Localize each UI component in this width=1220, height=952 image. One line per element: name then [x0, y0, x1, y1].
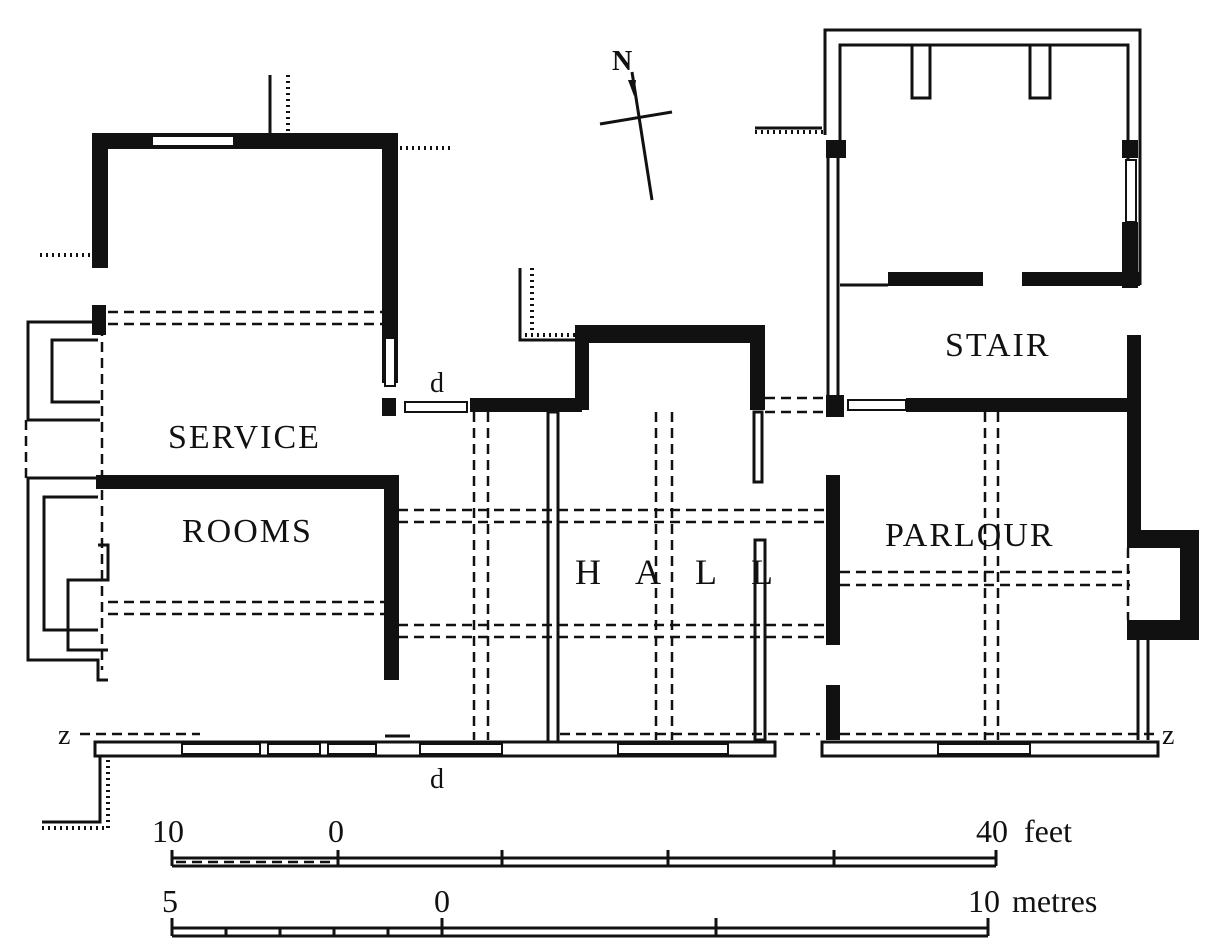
feet-tick-10: 10	[152, 813, 184, 849]
service-rooms-walls	[24, 75, 450, 682]
feet-unit: feet	[1024, 813, 1072, 849]
door-marker-top: d	[430, 368, 444, 399]
hall-walls	[398, 268, 832, 744]
north-arrow: N	[599, 46, 673, 201]
feet-tick-40: 40	[976, 813, 1008, 849]
metres-tick-0: 0	[434, 883, 450, 919]
label-hall: HALL	[575, 552, 807, 592]
label-parlour: PARLOUR	[885, 517, 1055, 554]
north-label: N	[612, 46, 632, 77]
metres-unit: metres	[1012, 883, 1097, 919]
parlour-stair-walls	[755, 28, 1199, 740]
label-rooms: ROOMS	[182, 513, 313, 550]
section-marker-right: z	[1162, 720, 1174, 751]
south-wall	[42, 732, 1160, 830]
feet-tick-0: 0	[328, 813, 344, 849]
scale-bar-metres: 5 0 10 metres	[162, 883, 1097, 938]
metres-tick-10: 10	[968, 883, 1000, 919]
section-marker-left: z	[58, 720, 70, 751]
metres-tick-5: 5	[162, 883, 178, 919]
door-marker-bottom: d	[430, 764, 444, 795]
scale-bar-feet: 10 0 40 feet	[152, 813, 1072, 868]
label-service: SERVICE	[168, 419, 321, 456]
label-stair: STAIR	[945, 327, 1051, 364]
